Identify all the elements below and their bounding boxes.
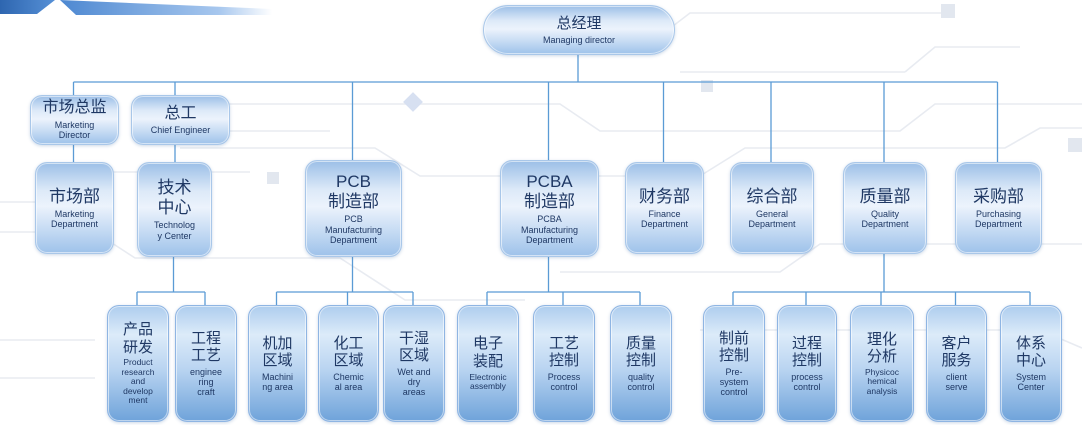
node-title-zh: PCB 制造部 xyxy=(328,172,379,212)
node-title-zh: PCBA 制造部 xyxy=(524,172,575,212)
node-subtitle-en: Technolog y Center xyxy=(153,220,196,241)
node-subtitle-en: Purchasing Department xyxy=(974,208,1023,230)
node-title-zh: 产品 研发 xyxy=(122,321,153,356)
node-chemical-area: 化工 区域 Chemic al area xyxy=(318,305,379,422)
node-wet-dry-areas: 干湿 区域 Wet and dry areas xyxy=(383,305,445,422)
node-subtitle-en: Marketing Director xyxy=(54,120,95,141)
node-title-zh: 过程 控制 xyxy=(791,334,822,370)
node-quality-department: 质量部 Quality Department xyxy=(843,162,927,254)
node-subtitle-en: enginee ring craft xyxy=(189,367,223,398)
node-subtitle-en: Quality Department xyxy=(861,208,909,230)
node-engineering-craft: 工程 工艺 enginee ring craft xyxy=(175,305,237,422)
node-system-center: 体系 中心 System Center xyxy=(1000,305,1062,422)
node-managing-director: 总经理 Managing director xyxy=(483,5,675,55)
node-subtitle-en: Machini ng area xyxy=(261,372,293,393)
node-marketing-director: 市场总监 Marketing Director xyxy=(30,95,119,145)
node-subtitle-en: PCB Manufacturing Department xyxy=(324,214,383,245)
node-subtitle-en: Marketing Department xyxy=(50,208,99,230)
node-title-zh: 采购部 xyxy=(973,186,1024,206)
node-subtitle-en: Finance Department xyxy=(640,208,689,230)
node-title-zh: 综合部 xyxy=(746,186,798,206)
node-pre-system-control: 制前 控制 Pre- system control xyxy=(703,305,765,422)
node-process-control-quality: 过程 控制 process control xyxy=(777,305,837,422)
node-title-zh: 理化 分析 xyxy=(866,330,897,366)
node-subtitle-en: Physicoc hemical analysis xyxy=(864,366,899,396)
node-process-control-pcba: 工艺 控制 Process control xyxy=(533,305,595,422)
node-title-zh: 总工 xyxy=(164,104,197,122)
node-title-zh: 市场部 xyxy=(49,186,100,206)
node-title-zh: 财务部 xyxy=(639,186,690,206)
node-purchasing-department: 采购部 Purchasing Department xyxy=(955,162,1042,254)
node-title-zh: 化工 区域 xyxy=(333,334,364,370)
node-pcb-manufacturing-department: PCB 制造部 PCB Manufacturing Department xyxy=(305,160,402,257)
node-title-zh: 制前 控制 xyxy=(718,329,749,365)
node-title-zh: 质量部 xyxy=(859,186,911,206)
node-title-zh: 技术 中心 xyxy=(157,178,192,218)
node-subtitle-en: Wet and dry areas xyxy=(397,367,431,398)
node-subtitle-en: Managing director xyxy=(542,34,616,45)
node-client-service: 客户 服务 client serve xyxy=(926,305,987,422)
node-subtitle-en: quality control xyxy=(627,372,655,393)
node-subtitle-en: Process control xyxy=(547,372,581,393)
node-electronic-assembly: 电子 装配 Electronic assembly xyxy=(457,305,519,422)
header-ribbon-decoration xyxy=(0,0,272,15)
node-title-zh: 机加 区域 xyxy=(262,334,293,370)
node-chief-engineer: 总工 Chief Engineer xyxy=(131,95,230,145)
node-title-zh: 总经理 xyxy=(556,15,602,33)
node-title-zh: 工艺 控制 xyxy=(548,334,579,370)
node-subtitle-en: PCBA Manufacturing Department xyxy=(520,214,579,245)
node-physicochemical-analysis: 理化 分析 Physicoc hemical analysis xyxy=(850,305,914,422)
node-title-zh: 工程 工艺 xyxy=(190,329,221,365)
node-title-zh: 质量 控制 xyxy=(625,334,656,370)
node-title-zh: 干湿 区域 xyxy=(398,329,429,365)
node-pcba-manufacturing-department: PCBA 制造部 PCBA Manufacturing Department xyxy=(500,160,599,257)
circuit-pad-squares xyxy=(267,4,1082,184)
node-title-zh: 电子 装配 xyxy=(472,335,503,370)
node-title-zh: 客户 服务 xyxy=(941,334,972,370)
node-subtitle-en: Pre- system control xyxy=(719,367,749,398)
node-subtitle-en: client serve xyxy=(945,372,968,393)
node-technology-center: 技术 中心 Technolog y Center xyxy=(137,162,212,257)
node-subtitle-en: process control xyxy=(791,372,823,393)
node-subtitle-en: General Department xyxy=(748,208,796,230)
node-machining-area: 机加 区域 Machini ng area xyxy=(248,305,307,422)
node-general-department: 综合部 General Department xyxy=(730,162,814,254)
node-title-zh: 市场总监 xyxy=(42,99,107,117)
node-product-research-development: 产品 研发 Product research and develop ment xyxy=(107,305,169,422)
node-marketing-department: 市场部 Marketing Department xyxy=(35,162,114,254)
node-title-zh: 体系 中心 xyxy=(1015,334,1046,370)
node-subtitle-en: System Center xyxy=(1015,372,1046,393)
node-subtitle-en: Product research and develop ment xyxy=(121,357,155,406)
node-subtitle-en: Chief Engineer xyxy=(150,125,211,136)
node-quality-control: 质量 控制 quality control xyxy=(610,305,672,422)
node-subtitle-en: Chemic al area xyxy=(333,372,364,393)
node-finance-department: 财务部 Finance Department xyxy=(625,162,704,254)
node-subtitle-en: Electronic assembly xyxy=(469,371,507,392)
